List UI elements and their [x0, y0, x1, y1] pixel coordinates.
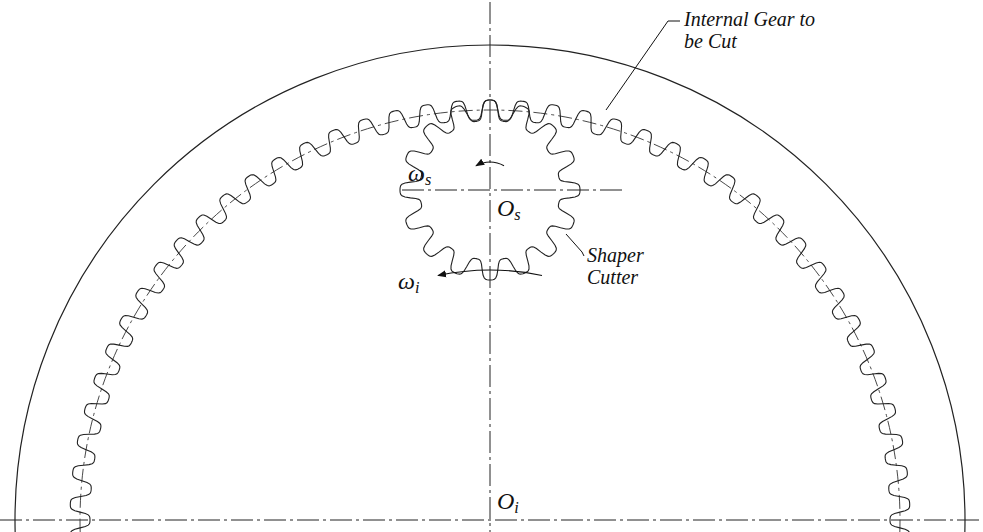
center-label: Oi [497, 488, 519, 514]
center-line [402, 190, 622, 191]
part-name: Internal Gear to be Cut [684, 8, 816, 52]
angular-velocity-label: ωs [408, 160, 431, 186]
pitch-circle [80, 110, 900, 532]
shaper-cutter-teeth [400, 100, 580, 280]
angular-velocity-label: ωi [398, 268, 420, 294]
leader-line [566, 234, 584, 256]
leader-line [606, 21, 680, 110]
rotation-arrow [476, 162, 504, 166]
internal-gear-teeth [70, 100, 909, 532]
rotation-arrow [438, 270, 542, 275]
center-label: Os [497, 195, 521, 221]
part-name: Shaper Cutter [587, 244, 659, 288]
center-line [0, 520, 983, 521]
center-line [490, 2, 491, 532]
